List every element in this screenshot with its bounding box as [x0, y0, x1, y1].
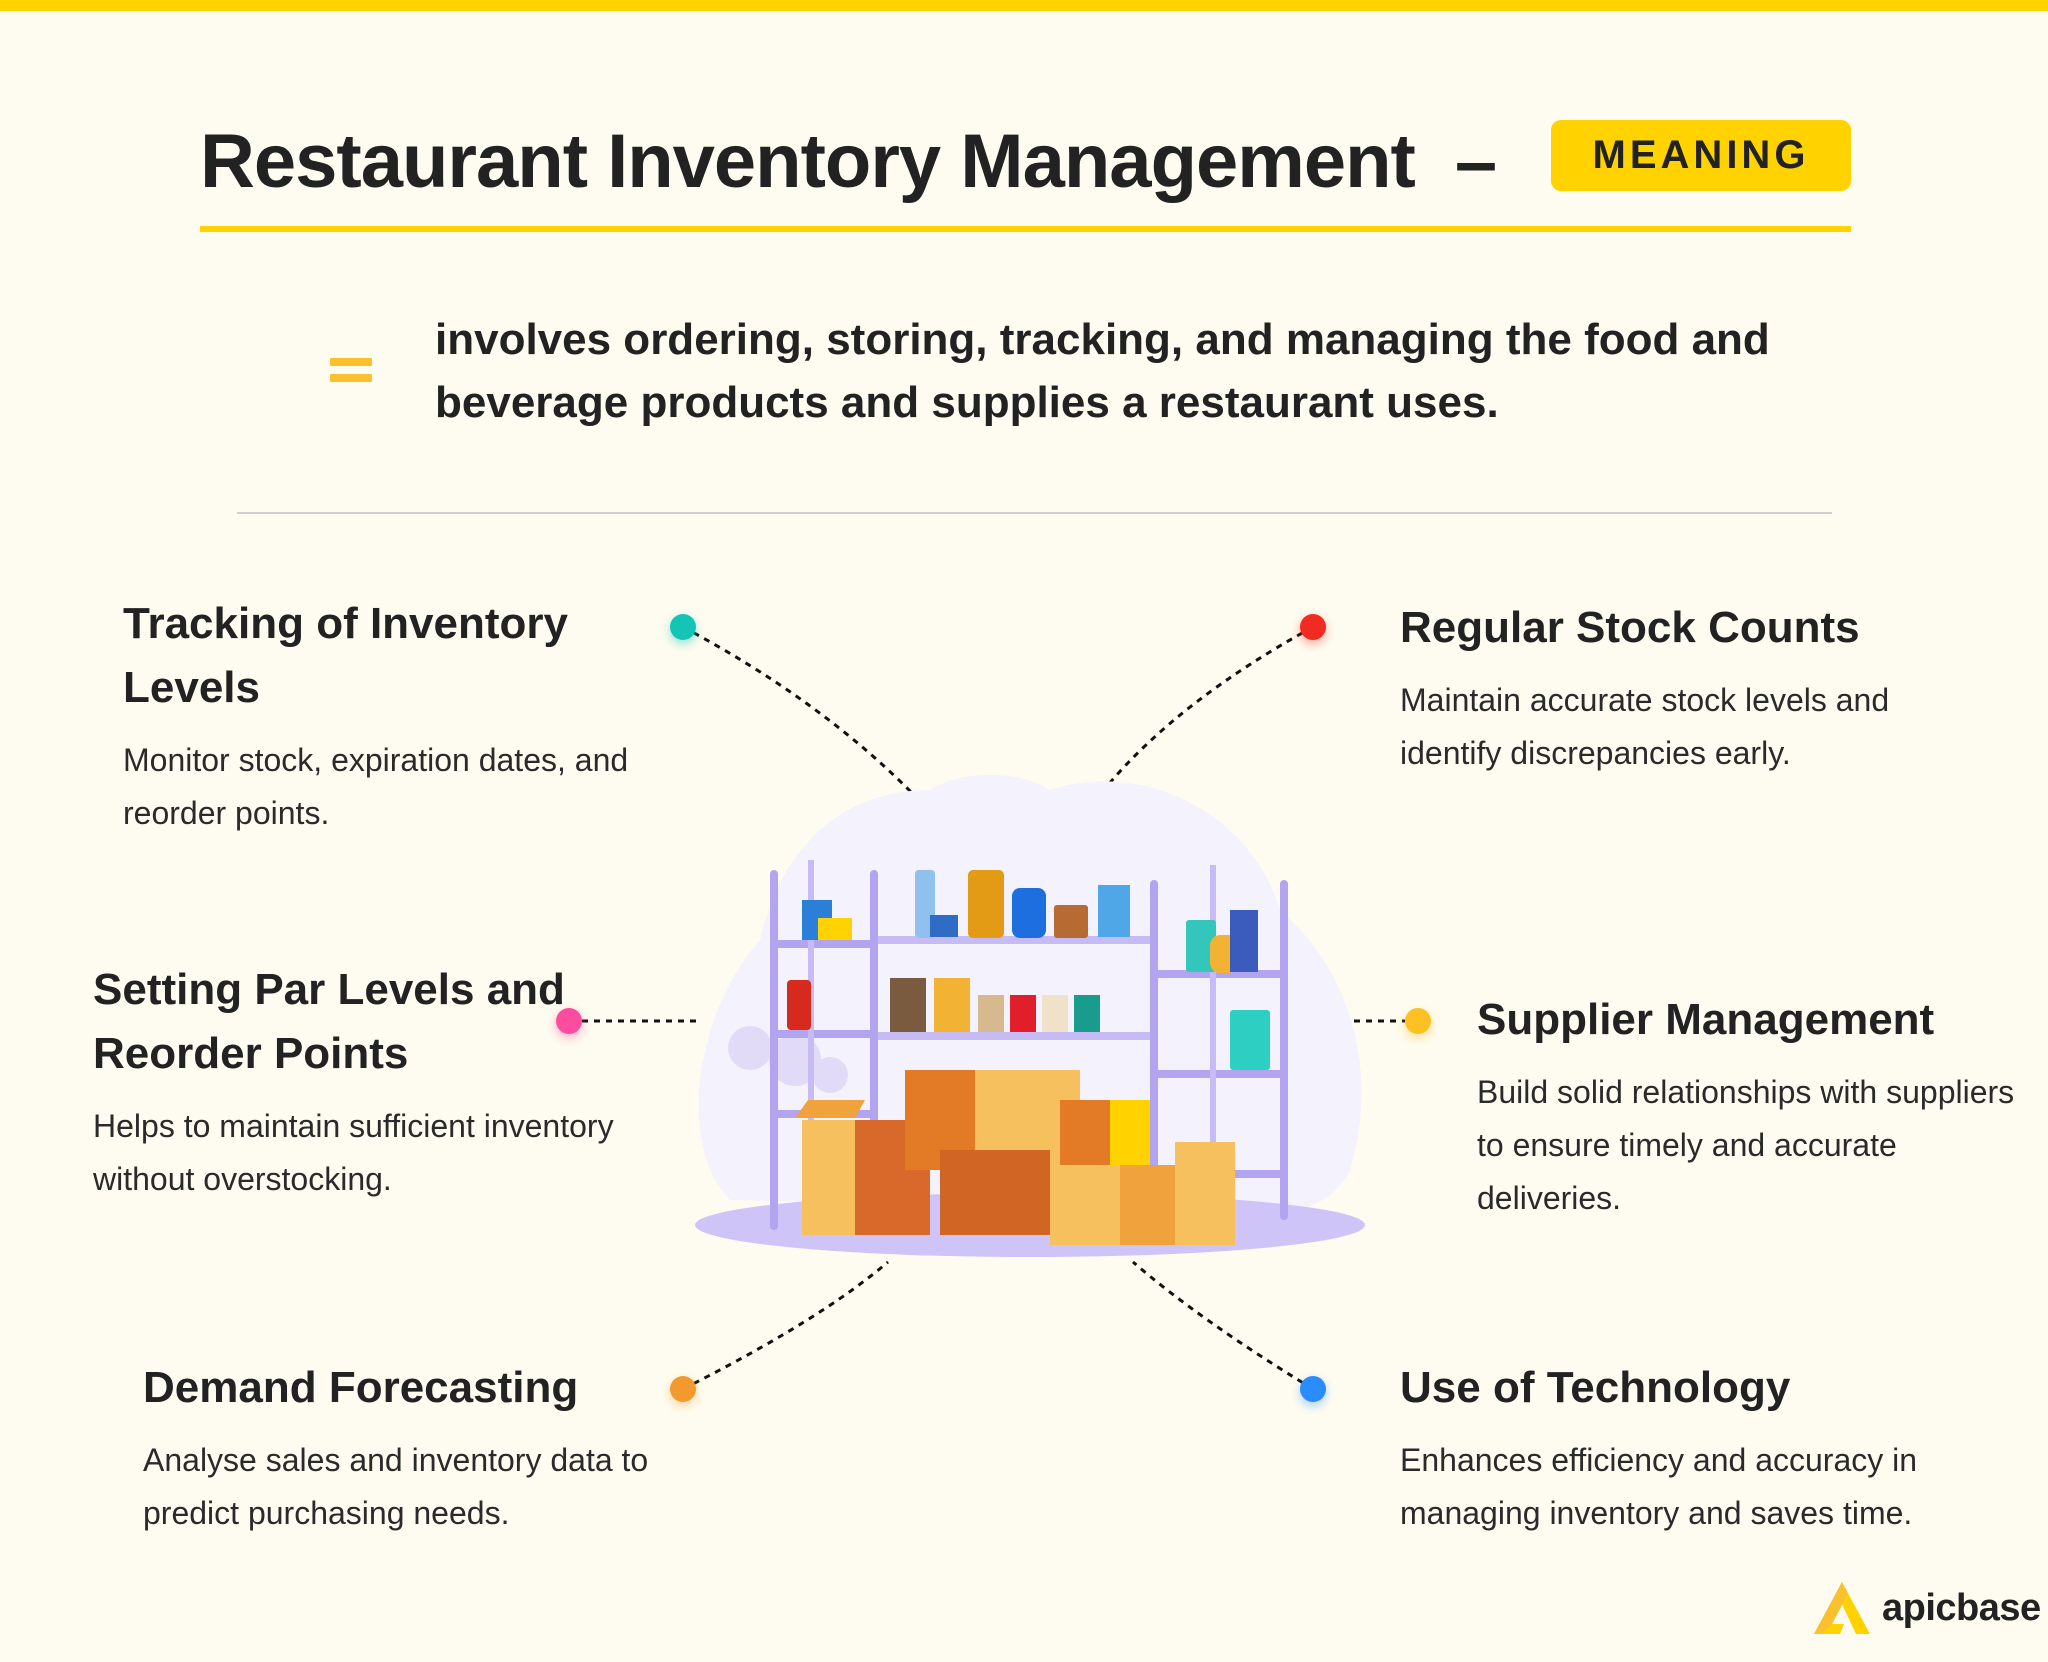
title-dash: –	[1454, 119, 1498, 204]
item-stock-counts: Regular Stock Counts Maintain accurate s…	[1400, 596, 1960, 780]
item-title: Supplier Management	[1477, 995, 1935, 1044]
item-tracking: Tracking of Inventory Levels Monitor sto…	[123, 592, 643, 840]
item-description: Enhances efficiency and accuracy in mana…	[1400, 1442, 1918, 1531]
brand-name: apicbase	[1882, 1586, 2041, 1629]
item-description: Build solid relationships with suppliers…	[1477, 1074, 2015, 1216]
item-par-levels: Setting Par Levels and Reorder Points He…	[93, 958, 633, 1206]
page-title: Restaurant Inventory Management	[200, 119, 1416, 204]
item-forecasting: Demand Forecasting Analyse sales and inv…	[143, 1356, 703, 1540]
apicbase-logo-icon	[1814, 1582, 1870, 1634]
definition-text: involves ordering, storing, tracking, an…	[435, 315, 1770, 427]
header: Restaurant Inventory Management –	[200, 112, 1537, 212]
item-description: Helps to maintain sufficient inventory w…	[93, 1108, 614, 1197]
item-technology: Use of Technology Enhances efficiency an…	[1400, 1356, 2020, 1540]
technology-dot-icon	[1300, 1376, 1326, 1402]
section-divider	[237, 512, 1832, 514]
item-description: Maintain accurate stock levels and ident…	[1400, 682, 1890, 771]
supplier-dot-icon	[1405, 1008, 1431, 1034]
item-description: Analyse sales and inventory data to pred…	[143, 1442, 649, 1531]
equals-icon	[330, 358, 372, 382]
item-supplier: Supplier Management Build solid relation…	[1477, 988, 2017, 1225]
apicbase-logo: apicbase	[1812, 1580, 2041, 1636]
item-title: Regular Stock Counts	[1400, 603, 1860, 652]
item-title: Use of Technology	[1400, 1363, 1791, 1412]
item-title: Demand Forecasting	[143, 1363, 579, 1412]
title-underline	[200, 226, 1851, 232]
item-title: Tracking of Inventory Levels	[123, 599, 568, 712]
par-levels-dot-icon	[556, 1008, 582, 1034]
stock-counts-dot-icon	[1300, 614, 1326, 640]
meaning-badge: MEANING	[1551, 120, 1851, 191]
item-title: Setting Par Levels and Reorder Points	[93, 965, 565, 1078]
top-accent-bar	[0, 0, 2048, 11]
tracking-dot-icon	[670, 614, 696, 640]
item-description: Monitor stock, expiration dates, and reo…	[123, 742, 629, 831]
pantry-illustration	[695, 775, 1365, 1257]
forecasting-dot-icon	[670, 1376, 696, 1402]
